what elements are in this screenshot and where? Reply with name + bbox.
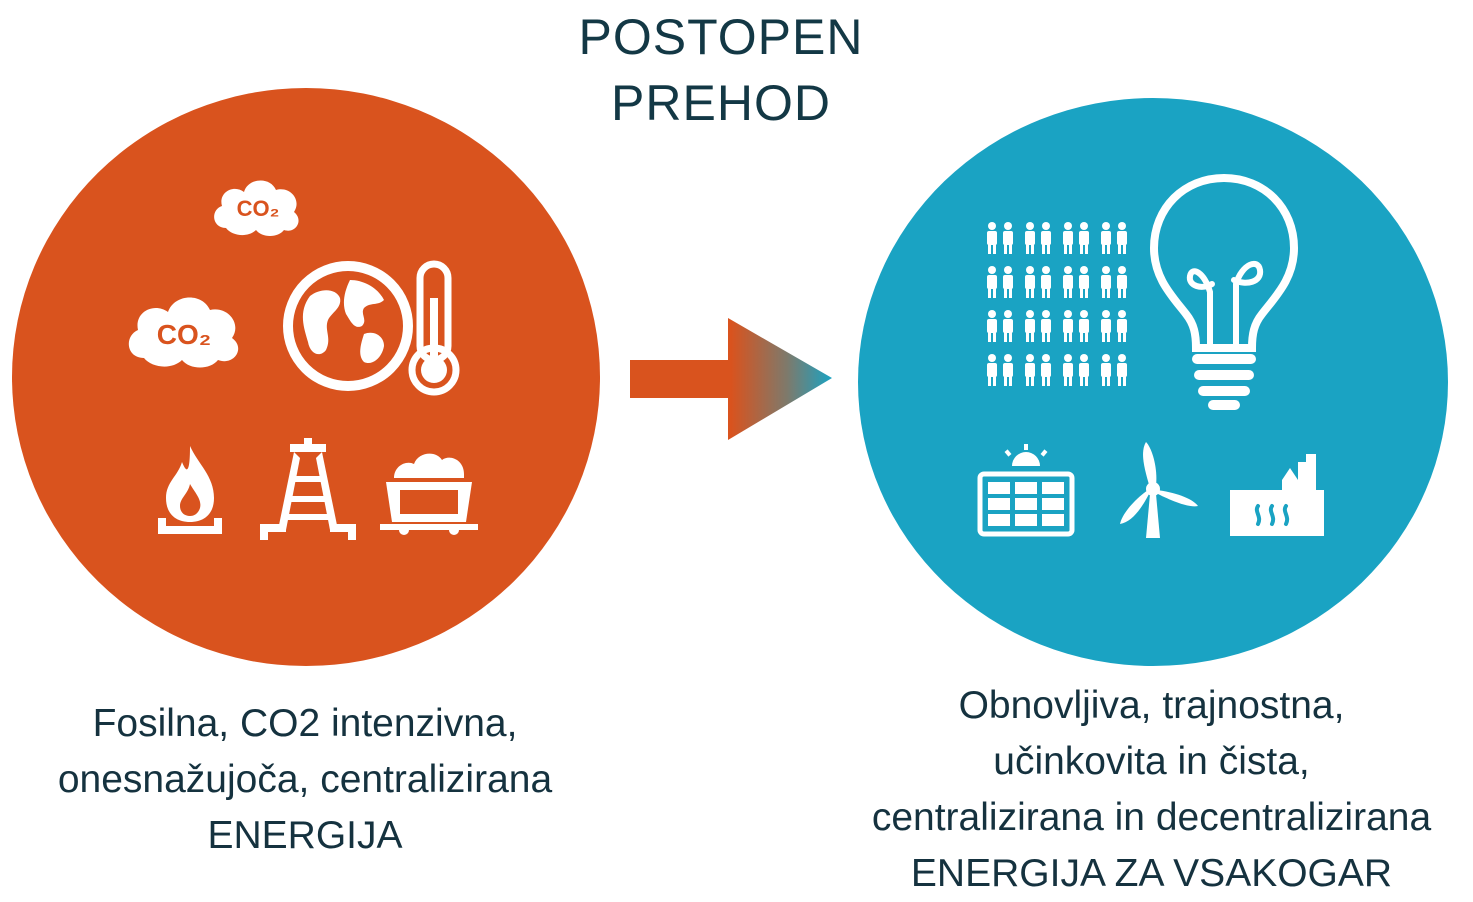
diagram-title: POSTOPEN PREHOD	[486, 4, 956, 136]
co2-cloud-icon: CO₂	[214, 180, 299, 236]
geothermal-plant-icon	[1230, 454, 1324, 536]
coal-cart-icon	[380, 453, 478, 535]
solar-panel-icon	[977, 444, 1075, 537]
title-line-1: POSTOPEN	[578, 9, 864, 65]
transition-arrow-icon	[630, 318, 832, 440]
gas-flame-icon	[158, 446, 222, 534]
caption-left-line-2: onesnažujoča, centralizirana	[57, 758, 553, 801]
wind-turbine-icon	[1120, 442, 1198, 538]
renewable-energy-caption: Obnovljiva, trajnostna, učinkovita in či…	[830, 678, 1473, 902]
title-line-2: PREHOD	[611, 75, 831, 131]
caption-right-line-2: učinkovita in čista,	[993, 740, 1310, 783]
co2-cloud-icon: CO₂	[128, 297, 239, 368]
caption-right-line-4: ENERGIJA ZA VSAKOGAR	[910, 852, 1393, 895]
light-bulb-icon	[1149, 173, 1299, 410]
caption-right-line-1: Obnovljiva, trajnostna,	[958, 684, 1345, 727]
fossil-energy-caption: Fosilna, CO2 intenzivna, onesnažujoča, c…	[0, 696, 610, 864]
globe-icon	[283, 261, 413, 391]
caption-left-line-3: ENERGIJA	[207, 814, 403, 857]
renewable-energy-circle	[858, 98, 1448, 666]
co2-large-label: CO₂	[157, 319, 211, 350]
oil-derrick-icon	[260, 438, 356, 540]
caption-left-line-1: Fosilna, CO2 intenzivna,	[92, 702, 518, 745]
caption-right-line-3: centralizirana in decentralizirana	[871, 796, 1432, 839]
fossil-energy-circle	[12, 88, 600, 666]
co2-small-label: CO₂	[237, 196, 280, 221]
people-grid-icon	[987, 222, 1127, 394]
thermometer-icon	[408, 260, 460, 396]
